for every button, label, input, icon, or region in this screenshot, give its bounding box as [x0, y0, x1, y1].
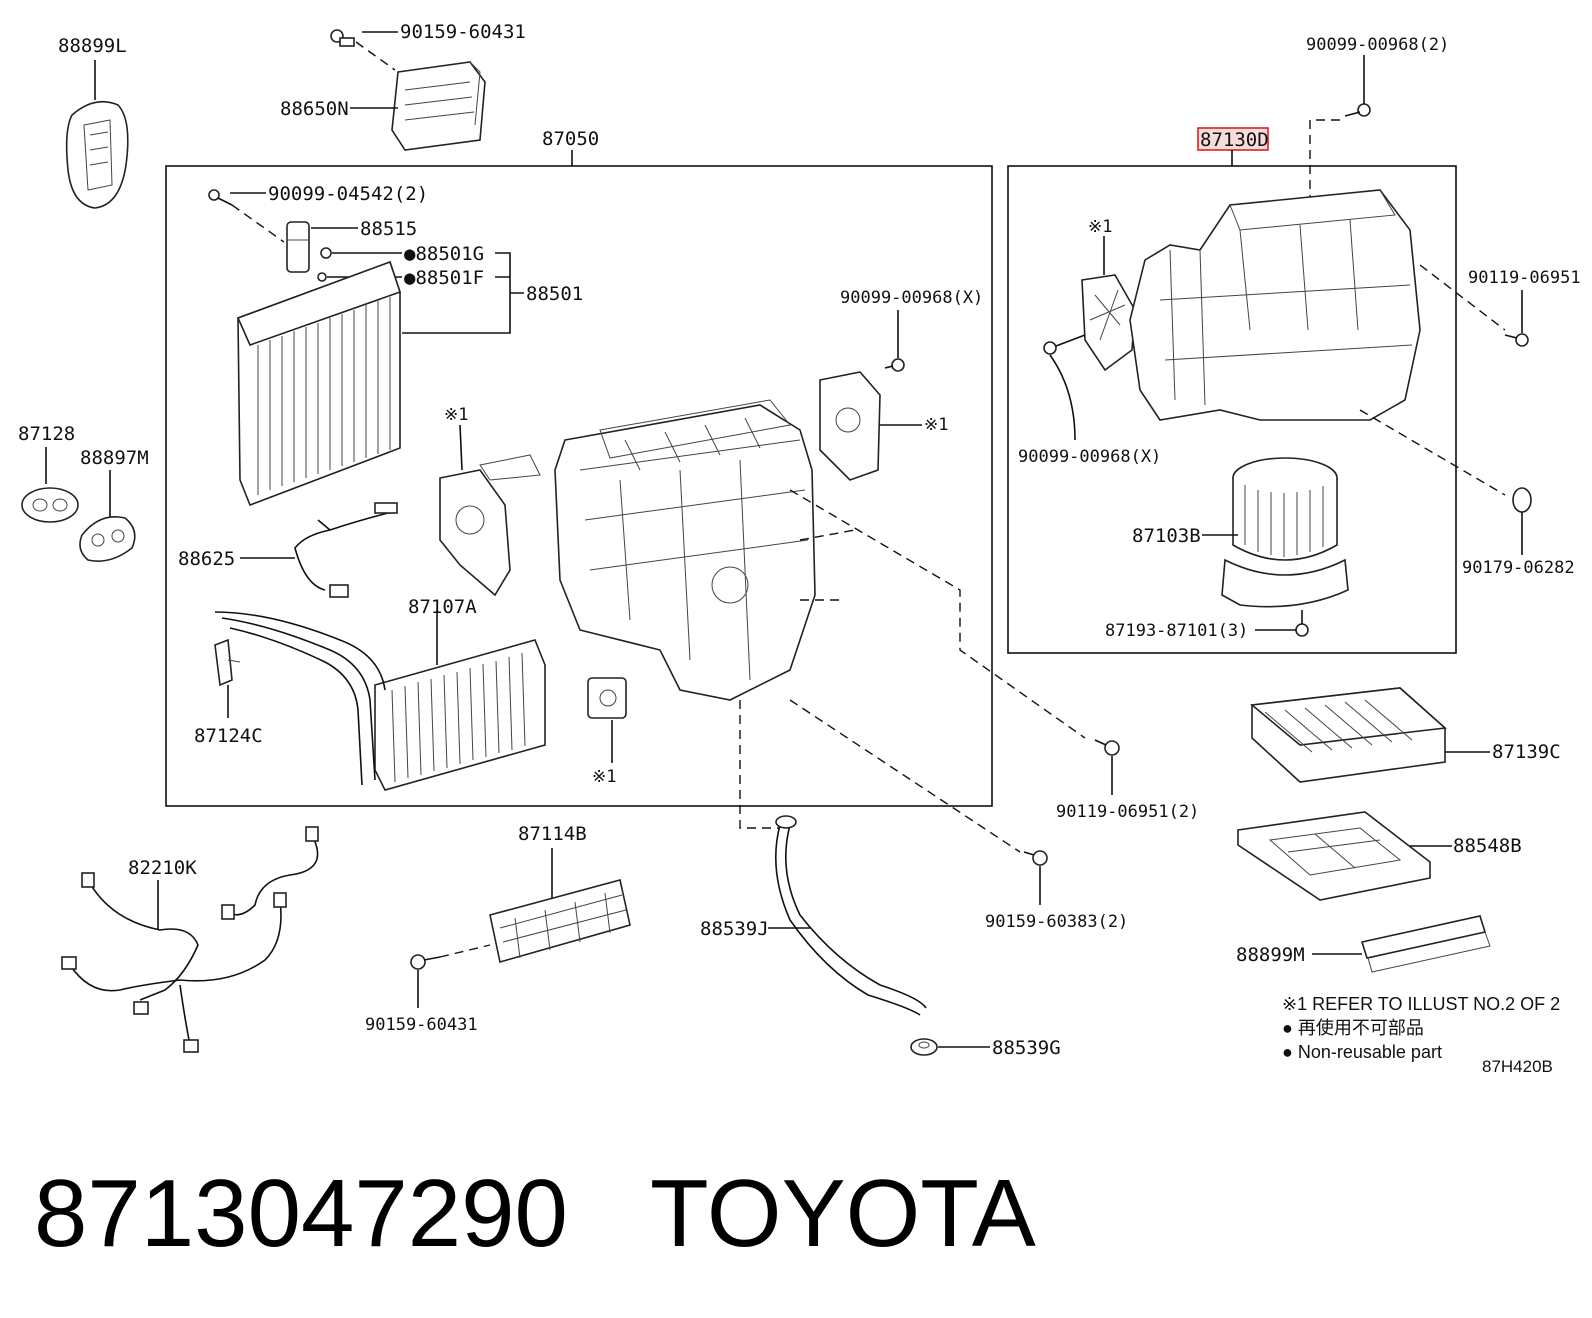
label-88501G: ●88501G: [404, 243, 484, 265]
label-88501: 88501: [526, 283, 583, 305]
bracket-87124C: [214, 638, 241, 687]
tray-88548B: [1237, 811, 1431, 901]
label-88501F: ●88501F: [404, 267, 484, 289]
actuator-right: [819, 371, 881, 481]
label-88548B: 88548B: [1453, 835, 1522, 857]
label-90119-06951-2: 90119-06951(2): [1056, 802, 1199, 822]
bolt-90119-06951-2: [1094, 739, 1120, 756]
actuator-left: [439, 469, 511, 597]
bolt-90159-60383: [1023, 850, 1048, 866]
screw-87193-87101: [1295, 610, 1309, 637]
label-87193-87101: 87193-87101(3): [1105, 621, 1248, 641]
label-82210K: 82210K: [128, 857, 197, 879]
label-90159-60431-bottom: 90159-60431: [365, 1015, 478, 1035]
note-non-reusable-jp: ● 再使用不可部品: [1282, 1018, 1424, 1038]
grommet-87128: [21, 487, 79, 523]
oring-88501F: [317, 272, 327, 282]
note-non-reusable-en: ● Non-reusable part: [1282, 1042, 1442, 1062]
cover-88899L: [65, 100, 129, 209]
label-90179-06282: 90179-06282: [1462, 558, 1575, 578]
label-90099-00968X-left: 90099-00968(X): [840, 288, 983, 308]
label-88625: 88625: [178, 548, 235, 570]
label-87114B: 87114B: [518, 823, 587, 845]
grommet-88897M: [79, 516, 136, 562]
label-88899M: 88899M: [1236, 944, 1305, 966]
actuator-bottom: [587, 677, 627, 719]
oring-88501G: [320, 247, 332, 259]
label-88897M: 88897M: [80, 447, 149, 469]
caption-part-number: 8713047290: [34, 1160, 568, 1267]
label-87128: 87128: [18, 423, 75, 445]
label-88899L: 88899L: [58, 35, 127, 57]
label-87107A: 87107A: [408, 596, 477, 618]
label-87139C: 87139C: [1492, 741, 1561, 763]
label-90119-06951: 90119-06951: [1468, 268, 1581, 288]
assembly-87050-box: [165, 165, 993, 807]
nut-90179-06282: [1512, 487, 1532, 513]
label-90159-60431-top: 90159-60431: [400, 21, 526, 43]
evaporator-88501: [236, 260, 402, 507]
heater-case: [479, 399, 816, 701]
ref-mark-a: ※1: [444, 405, 468, 425]
screw-90099-00968X-left: [884, 358, 905, 372]
sensor-88625: [294, 502, 398, 598]
module-88650N: [391, 61, 486, 151]
label-88515: 88515: [360, 218, 417, 240]
screw-90099-00968-2: [1344, 103, 1371, 117]
fan-cover: [1081, 274, 1136, 372]
bolt-90119-06951: [1504, 333, 1529, 347]
label-88539G: 88539G: [992, 1037, 1061, 1059]
bolt-90159-60431-bottom: [410, 954, 441, 970]
label-88539J: 88539J: [700, 918, 769, 940]
drain-hose-88539J: [775, 815, 927, 1016]
ref-mark-d: ※1: [1088, 217, 1112, 237]
illustration-code: 87H420B: [1482, 1057, 1553, 1076]
blower-motor-87103B: [1221, 457, 1349, 608]
ref-mark-c: ※1: [592, 767, 616, 787]
caption-brand: TOYOTA: [650, 1160, 1036, 1267]
label-90159-60383: 90159-60383(2): [985, 912, 1128, 932]
duct-87114B: [489, 879, 631, 964]
wire-harness-82210K: [61, 826, 319, 1053]
label-87124C: 87124C: [194, 725, 263, 747]
ref-mark-b: ※1: [924, 415, 948, 435]
screw-90099-00968X-right: [1043, 334, 1086, 355]
label-87103B: 87103B: [1132, 525, 1201, 547]
strip-88899M: [1360, 915, 1491, 973]
heater-core-87107A: [214, 611, 546, 791]
label-87130D: 87130D: [1200, 129, 1269, 151]
highlight-87130D: [1197, 127, 1269, 151]
blower-case: [1129, 189, 1421, 421]
label-88650N: 88650N: [280, 98, 349, 120]
label-90099-00968-2: 90099-00968(2): [1306, 35, 1449, 55]
screw-90099-04542: [208, 189, 233, 206]
bolt-90159-60431-top: [330, 29, 355, 47]
valve-88515: [286, 221, 310, 273]
note-reference: ※1 REFER TO ILLUST NO.2 OF 2: [1282, 994, 1560, 1014]
label-90099-00968X-right: 90099-00968(X): [1018, 447, 1161, 467]
assembly-87130D-box: [1007, 165, 1457, 654]
grommet-88539G: [910, 1038, 938, 1056]
label-90099-04542: 90099-04542(2): [268, 183, 428, 205]
filter-87139C: [1250, 687, 1447, 783]
label-87050: 87050: [542, 128, 599, 150]
